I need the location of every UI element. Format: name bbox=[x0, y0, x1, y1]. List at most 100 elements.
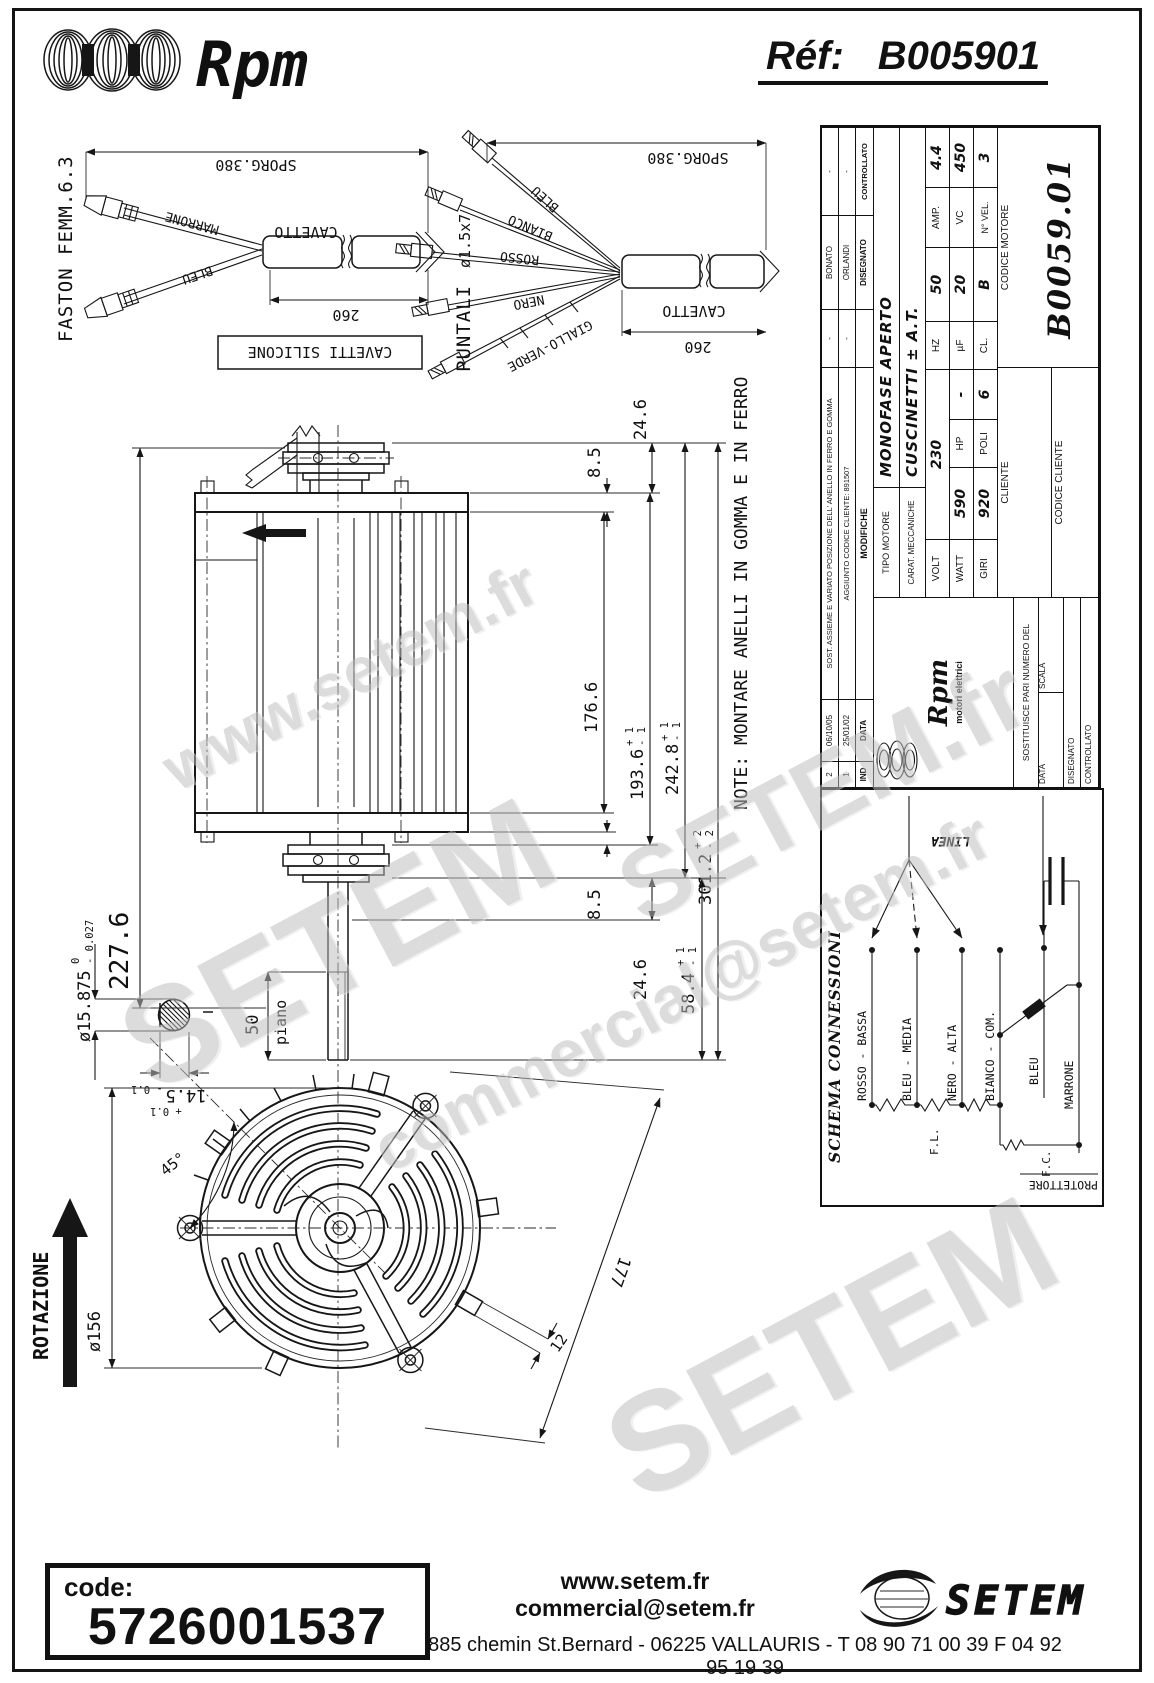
faston-detail: FASTON FEMM.6.3 SPORG.380 MARRONE BLEU C… bbox=[55, 148, 445, 370]
svg-text:242.8: 242.8 bbox=[663, 744, 683, 795]
fan-end-view: 12 45° ø156 ROTAZIONE 177 bbox=[29, 1037, 665, 1444]
tb-tipo-value: MONOFASE APERTO bbox=[874, 127, 900, 487]
svg-text:ø15.875: ø15.875 bbox=[75, 970, 95, 1042]
schema-marrone: MARRONE bbox=[1062, 1060, 1076, 1109]
sheet-border bbox=[12, 8, 1142, 1672]
tb-codice-cliente: CODICE CLIENTE bbox=[1052, 367, 1099, 597]
dim-50: 50 bbox=[243, 1015, 263, 1035]
puntali-w3-label: ROSSO bbox=[499, 248, 540, 267]
rev-h-date: DATA bbox=[856, 699, 874, 761]
tb-poli-value: 6 bbox=[974, 369, 998, 419]
rev-ind: 2 bbox=[822, 761, 839, 787]
dim-156: ø156 bbox=[85, 1311, 105, 1352]
rev-h-controllato: CONTROLLATO bbox=[856, 127, 874, 215]
tb-controllato-label: CONTROLLATO bbox=[1081, 597, 1099, 787]
puntali-title: PUNTALI bbox=[453, 285, 475, 372]
schema-w4: BIANCO - COM. bbox=[983, 1011, 997, 1101]
tb-hp-label: HP bbox=[950, 419, 974, 467]
svg-text:+ 1: + 1 bbox=[675, 947, 687, 966]
tb-hz-value: 50 bbox=[926, 247, 950, 321]
rev-date: 06/10/05 bbox=[822, 699, 839, 761]
puntali-w1-label: BLEU bbox=[529, 183, 562, 215]
rotation-arrow-icon bbox=[52, 1198, 88, 1237]
schema-fc: F.C. bbox=[1040, 1151, 1053, 1178]
tb-tipo-label: TIPO MOTORE bbox=[874, 487, 900, 597]
puntali-detail: PUNTALI ø1.5x7 SPORG.380 BLEU BIANCO ROS… bbox=[394, 128, 780, 382]
rev-h-modifiche: MODIFICHE bbox=[856, 367, 874, 699]
footer-url: www.setem.fr bbox=[560, 1568, 710, 1594]
title-block: 2 06/10/05 SOST. ASSIEME E VARIATO POSIZ… bbox=[820, 125, 1101, 789]
svg-text:301.2: 301.2 bbox=[696, 854, 716, 905]
tb-logo-cell: Rpm motori elettrici bbox=[874, 597, 1014, 787]
tb-watt-value: 590 bbox=[950, 467, 974, 539]
rev-ind: 1 bbox=[839, 761, 856, 787]
svg-text:+ 1: + 1 bbox=[659, 722, 671, 741]
tb-giri-value: 920 bbox=[974, 467, 998, 539]
faston-260: 260 bbox=[332, 306, 359, 324]
tb-nvel-value: 3 bbox=[974, 127, 998, 187]
code-label: code: bbox=[64, 1572, 134, 1602]
setem-logo-text: SETEM bbox=[946, 1578, 1086, 1624]
note-vertical: NOTE: MONTARE ANELLI IN GOMMA E IN FERRO bbox=[731, 376, 752, 810]
footer-web: www.setem.fr commercial@setem.fr bbox=[440, 1568, 830, 1622]
tb-logo-name: Rpm bbox=[923, 658, 954, 727]
dim-14-5-tol-m: - 0.1 bbox=[131, 1083, 163, 1095]
tb-vc-value: 450 bbox=[950, 127, 974, 187]
dim-242-8: 242.8+ 1- 1 bbox=[659, 722, 683, 795]
svg-text:+ 1: + 1 bbox=[624, 727, 636, 746]
tb-uf-value: 20 bbox=[950, 247, 974, 321]
tb-disegnato-label: DISEGNATO bbox=[1064, 597, 1081, 787]
tb-scala-label: SCALA bbox=[1039, 597, 1064, 692]
tb-carat-value: CUSCINETTI ± A.T. bbox=[900, 127, 926, 487]
rev-date: 25/01/02 bbox=[839, 699, 856, 761]
tb-sostituisce: SOSTITUISCE PARI NUMERO DEL bbox=[1014, 597, 1039, 787]
puntali-260: 260 bbox=[684, 338, 711, 356]
schema-fl: F.L. bbox=[928, 1129, 941, 1156]
schema-title: SCHEMA CONNESSIONI bbox=[825, 930, 844, 1163]
svg-text:- 0.027: - 0.027 bbox=[84, 920, 96, 964]
svg-text:- 1: - 1 bbox=[636, 727, 648, 746]
svg-text:58.4: 58.4 bbox=[679, 973, 699, 1014]
tb-codice-motore-value: B0059.01 bbox=[1022, 127, 1099, 367]
rev-sign: BONATO bbox=[822, 215, 839, 309]
schema-w2: BLEU - MEDIA bbox=[900, 1018, 914, 1101]
tb-vc-label: VC bbox=[950, 187, 974, 247]
code-box: code: 5726001537 bbox=[45, 1563, 430, 1660]
tb-nvel-label: N° VEL. bbox=[974, 187, 998, 247]
code-value: 5726001537 bbox=[87, 1598, 388, 1656]
puntali-w2-label: BIANCO bbox=[506, 211, 555, 243]
rev-desc: SOST. ASSIEME E VARIATO POSIZIONE DELL' … bbox=[822, 367, 839, 699]
dim-193-6: 193.6+ 1- 1 bbox=[624, 727, 648, 800]
tb-codice-motore-label: CODICE MOTORE bbox=[998, 127, 1022, 367]
dim-8-5-top: 8.5 bbox=[585, 447, 605, 478]
rev-sign: ORLANDI bbox=[839, 215, 856, 309]
dim-177: 177 bbox=[605, 1254, 634, 1290]
rev-dash: - bbox=[822, 309, 839, 367]
puntali-cavetto: CAVETTO bbox=[662, 302, 725, 320]
schema-linea: LINEA bbox=[931, 833, 970, 848]
schema-connessioni-box: SCHEMA CONNESSIONI ROSSO - BASSA BLEU - … bbox=[820, 788, 1104, 1207]
tb-volt-value: 230 bbox=[926, 369, 950, 539]
shaft-end-detail: ø15.875 0- 0.027 14.5 - 0.1 + 0.1 bbox=[70, 920, 213, 1117]
airflow-arrow-icon bbox=[242, 524, 306, 542]
puntali-w5-label: GIALLO-VERDE bbox=[505, 316, 595, 373]
tb-uf-label: µF bbox=[950, 321, 974, 369]
rev-h-empty bbox=[856, 309, 874, 367]
tb-hp-value: - bbox=[950, 369, 974, 419]
svg-text:0: 0 bbox=[70, 958, 82, 964]
rev-h-ind: IND bbox=[856, 761, 874, 787]
rev-dash: - bbox=[839, 127, 856, 215]
tb-carat-label: CARAT. MECCANICHE bbox=[900, 487, 926, 597]
tb-giri-label: GIRI bbox=[974, 539, 998, 597]
tb-watt-label: WATT bbox=[950, 539, 974, 597]
dim-14-5: 14.5 bbox=[166, 1085, 207, 1105]
rev-dash: - bbox=[839, 309, 856, 367]
rev-desc: AGGIUNTO CODICE CLIENTE: 891507 bbox=[839, 367, 856, 699]
schema-w3: NERO - ALTA bbox=[945, 1025, 959, 1101]
tb-cl-value: B bbox=[974, 247, 998, 321]
schema-w1: ROSSO - BASSA bbox=[855, 1011, 869, 1101]
dim-58-4: 58.4+ 1- 1 bbox=[675, 947, 699, 1014]
motor-side-view bbox=[194, 425, 469, 1448]
schema-wiring: ROSSO - BASSA BLEU - MEDIA NERO - ALTA B… bbox=[855, 796, 1098, 1192]
